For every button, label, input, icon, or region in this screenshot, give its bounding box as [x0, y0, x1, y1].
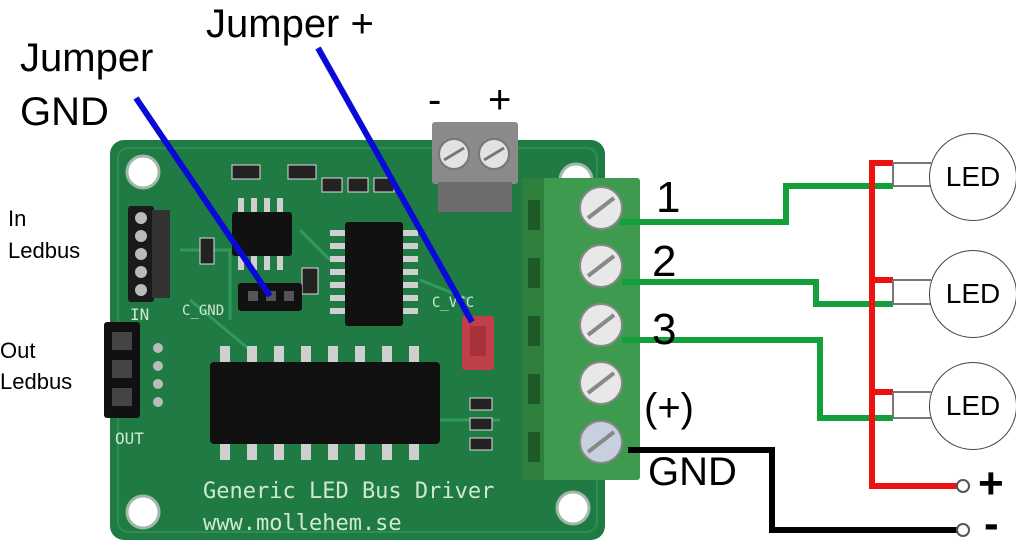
label-terminal-1: 1	[656, 173, 681, 222]
silk-out: OUT	[115, 429, 144, 448]
label-terminal-gnd: GND	[648, 450, 737, 494]
jumper-vcc	[462, 316, 494, 370]
led-3: LED	[929, 362, 1016, 450]
smd-components	[199, 164, 493, 451]
chip-driver	[210, 346, 440, 460]
label-jumper-gnd-line2: GND	[20, 90, 109, 134]
pointer-jumper-gnd	[133, 96, 273, 298]
label-in-ledbus-line2: Ledbus	[8, 238, 81, 263]
pointer-jumper-plus	[315, 46, 475, 324]
jumper-gnd	[238, 283, 302, 311]
wire-plus-rail	[869, 160, 958, 489]
silk-in: IN	[130, 305, 149, 324]
label-jumper-plus: Jumper +	[206, 2, 374, 46]
label-terminal-3: 3	[652, 305, 677, 354]
out-connector	[104, 322, 163, 418]
label-jumper-gnd-line1: Jumper	[20, 36, 154, 80]
label-in-ledbus-line1: In	[8, 206, 27, 231]
label-out-ledbus-line1: Out	[0, 338, 36, 363]
chip-16pin	[330, 222, 418, 326]
silk-c-gnd: C_GND	[182, 303, 224, 319]
label-out-ledbus-line2: Ledbus	[0, 369, 73, 394]
wire-channel-2	[622, 279, 893, 307]
supply-plus-terminal	[956, 479, 970, 493]
label-power-plus: +	[488, 78, 512, 122]
wire-gnd	[628, 447, 958, 533]
terminal-block	[522, 178, 640, 480]
board-url: www.mollehem.se	[203, 511, 402, 536]
label-supply-minus: -	[984, 499, 999, 548]
led-leads	[892, 162, 931, 419]
label-terminal-plus: (+)	[644, 386, 694, 430]
label-power-minus: -	[428, 78, 442, 122]
board-title: Generic LED Bus Driver	[203, 479, 494, 504]
wire-channel-3	[622, 337, 893, 421]
power-terminal	[432, 122, 518, 212]
wire-channel-1	[620, 183, 893, 225]
in-pin-header	[128, 206, 170, 302]
supply-minus-terminal	[956, 523, 970, 537]
led-2: LED	[929, 250, 1016, 338]
label-terminal-2: 2	[652, 237, 677, 286]
chip-8pin	[232, 198, 292, 270]
led-1: LED	[929, 133, 1016, 221]
label-supply-plus: +	[978, 459, 1004, 508]
